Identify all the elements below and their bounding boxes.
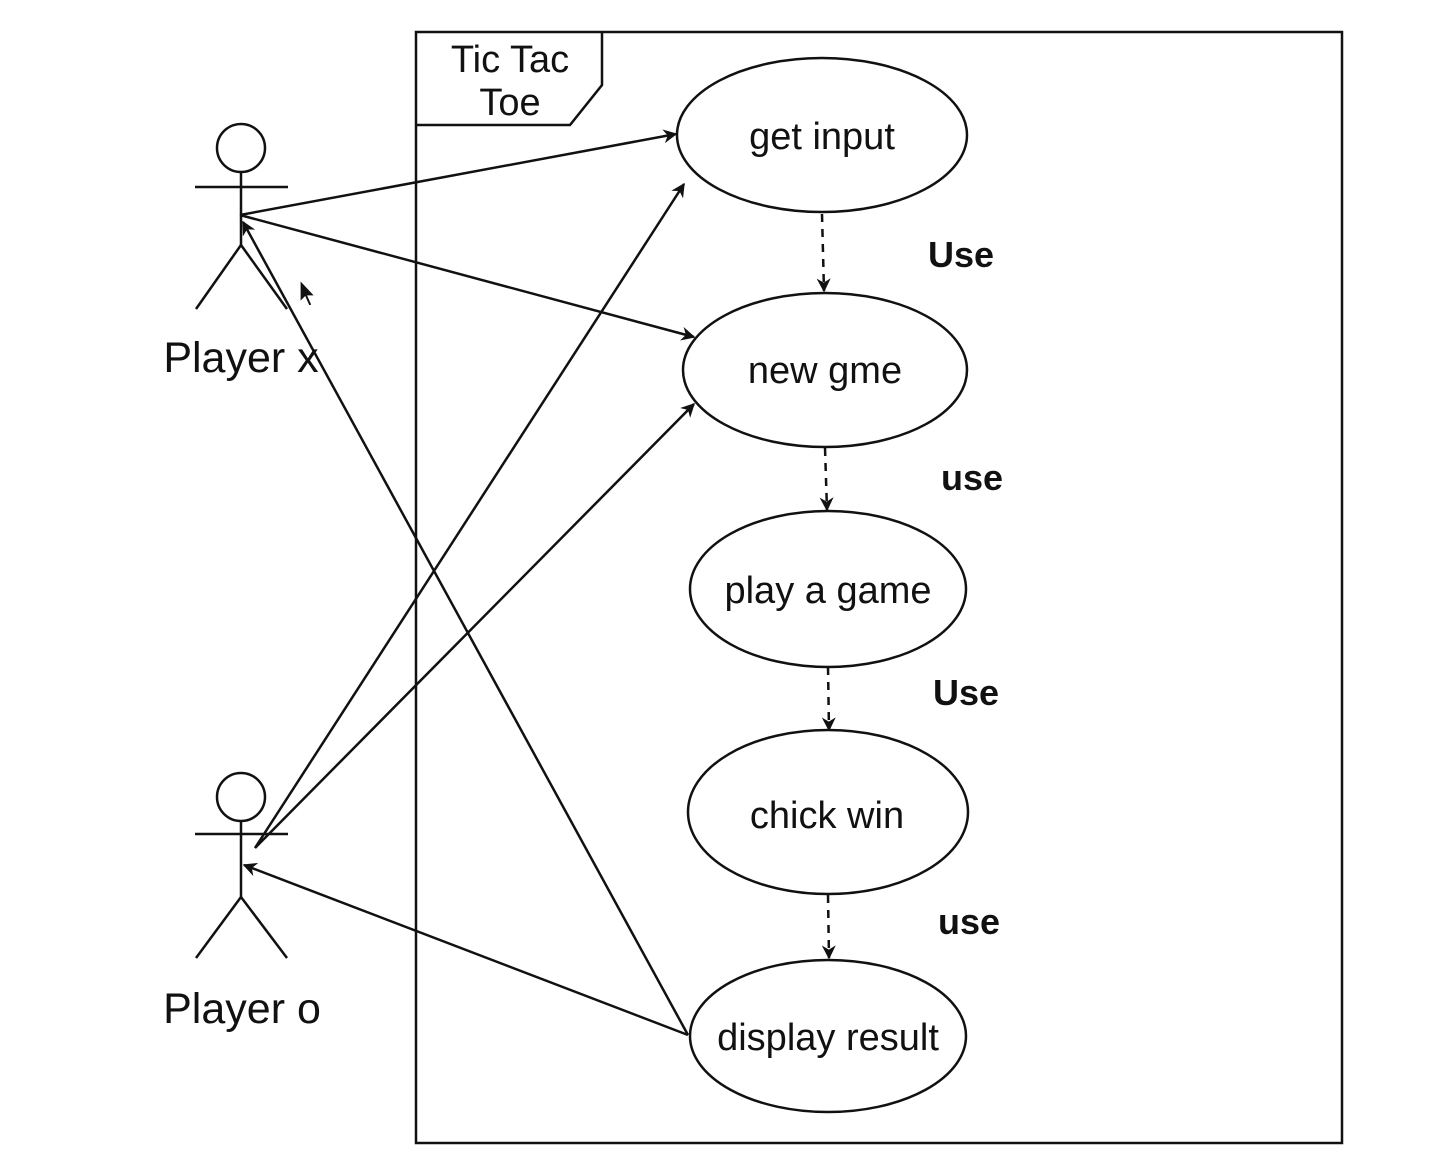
actor-head <box>215 122 267 174</box>
use-case-shape <box>681 291 969 449</box>
use-case-shape <box>688 509 968 669</box>
assoc-playero-new-game <box>254 403 695 849</box>
assoc-playero-get-input <box>253 182 686 849</box>
dep-get-input-new-game <box>816 213 831 293</box>
dep-play-game-check-win <box>821 666 836 732</box>
relation-label-4: use <box>938 901 1000 942</box>
actor-label: Player x <box>163 334 319 382</box>
actor-left-leg <box>194 896 243 959</box>
dep-new-game-play-game <box>819 447 834 512</box>
frame-tab <box>416 32 604 127</box>
actor-head <box>215 771 267 823</box>
mouse-cursor-icon <box>299 278 317 307</box>
actor-right-leg <box>239 244 289 310</box>
assoc-display-result-playerx <box>241 220 690 1036</box>
use-case-shape <box>688 958 968 1114</box>
relation-label-3: Use <box>933 672 999 713</box>
use-case-shape <box>675 56 969 214</box>
assoc-playerx-get-input <box>239 129 678 217</box>
associations <box>239 129 696 1037</box>
relation-label-1: Use <box>928 234 994 275</box>
use-case-label: display result <box>717 1017 939 1059</box>
use-case-get-input[interactable]: get input <box>675 56 969 214</box>
actor-right-leg <box>240 896 288 959</box>
use-case-label: get input <box>749 116 895 158</box>
use-case-shape <box>686 728 970 896</box>
dependencies <box>816 213 836 960</box>
actor-left-leg <box>194 244 243 310</box>
use-case-label: chick win <box>750 795 904 837</box>
use-case-new-game[interactable]: new gme <box>681 291 969 449</box>
use-case-display-result[interactable]: display result <box>688 958 968 1114</box>
use-case-play-game[interactable]: play a game <box>688 509 968 669</box>
use-case-label: play a game <box>724 570 931 612</box>
actor-label: Player o <box>163 985 321 1033</box>
frame-title-line2: Toe <box>479 82 540 124</box>
assoc-playerx-new-game <box>239 213 696 341</box>
system-frame: Tic Tac Toe <box>414 30 1344 1145</box>
system-boundary <box>414 30 1344 1145</box>
assoc-display-result-playero <box>242 862 689 1037</box>
actor-player-o[interactable]: Player o <box>163 771 321 1033</box>
dep-check-win-display-result <box>821 894 836 960</box>
use-case-label: new gme <box>748 350 902 392</box>
use-case-check-win[interactable]: chick win <box>686 728 970 896</box>
relation-label-2: use <box>941 457 1003 498</box>
frame-title-line1: Tic Tac <box>451 39 569 81</box>
actor-player-x[interactable]: Player x <box>163 122 319 382</box>
